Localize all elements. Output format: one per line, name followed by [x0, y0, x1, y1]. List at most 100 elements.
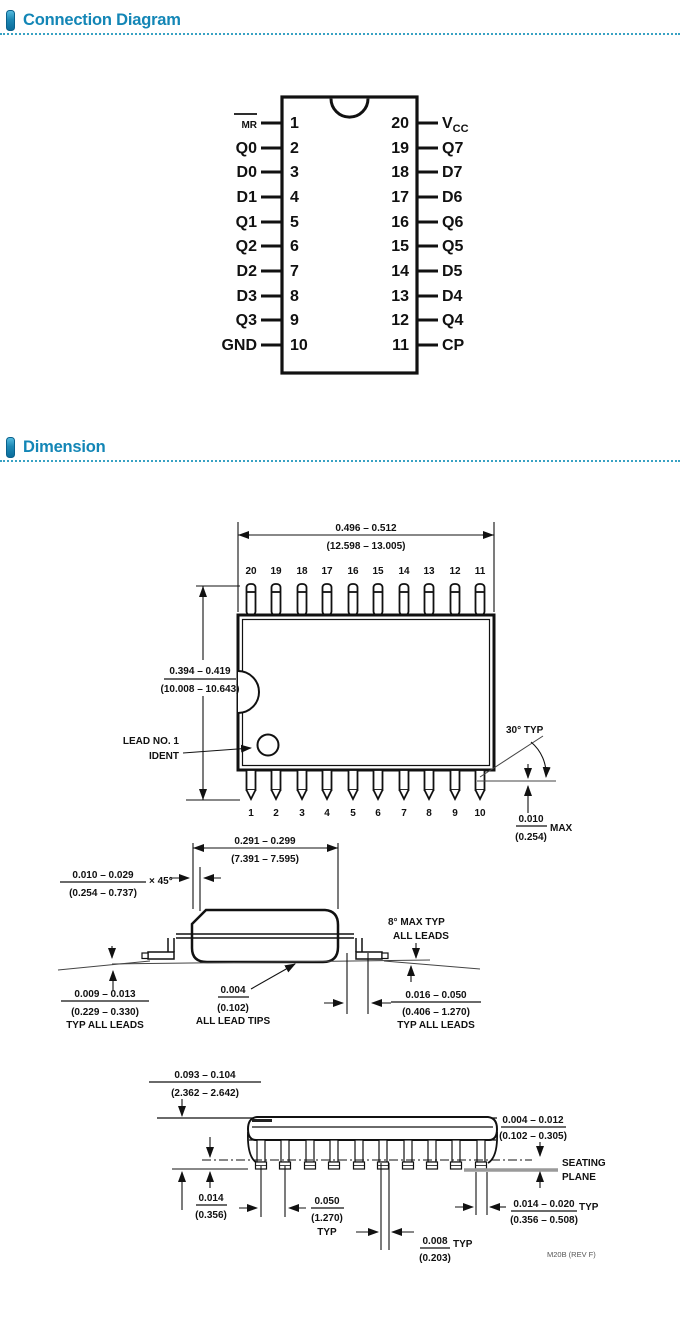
pitch-dim-note: TYP: [317, 1227, 337, 1238]
top-leads: [245, 583, 486, 616]
pin-label: D3: [237, 288, 258, 305]
chamfer-dim-inches: 0.010 – 0.029: [72, 870, 134, 881]
top-pin-number: 11: [475, 566, 486, 577]
lead-width-mm: (0.203): [419, 1253, 451, 1264]
section-bullet-icon: [6, 436, 15, 458]
pin-label: D2: [237, 263, 258, 280]
standoff-dim-suffix: MAX: [550, 823, 573, 834]
bottom-pin-number: 10: [474, 808, 486, 819]
top-pin-number: 15: [372, 566, 384, 577]
top-pin-number: 18: [296, 566, 308, 577]
chamfer-dim-mm: (0.254 – 0.737): [69, 888, 137, 899]
pin1-notch-icon: [329, 98, 370, 119]
drawing-code: M20B (REV F): [547, 1250, 596, 1259]
connection-section-header: Connection Diagram: [6, 8, 181, 32]
pitch-dim-mm: (1.270): [311, 1213, 343, 1224]
pin-row-left-9: 9 Q3: [236, 312, 299, 329]
pin-row-right-19: 19 Q7: [391, 140, 463, 157]
dimension-section-title: Dimension: [23, 437, 106, 456]
body-width-mm: (7.391 – 7.595): [231, 854, 299, 865]
package-dimension-drawing: 0.496 – 0.512 (12.598 – 13.005) 20 19 18…: [57, 522, 606, 1264]
pin-row-left-10: 10 GND: [221, 337, 307, 354]
standoff-dim-mm: (0.254): [515, 832, 547, 843]
pin-label: D1: [237, 189, 258, 206]
bottom-pin-number: 3: [299, 808, 305, 819]
ic-body: [280, 95, 419, 375]
pin-number: 16: [391, 214, 409, 231]
pin-label: MR: [241, 120, 257, 131]
lead-width-suffix: TYP: [453, 1239, 473, 1250]
pin-row-right-18: 18 D7: [391, 164, 462, 181]
foot-width-inches: 0.014 – 0.020: [513, 1199, 575, 1210]
seating-plane-label: SEATING: [562, 1158, 606, 1169]
pin-number: 15: [391, 238, 409, 255]
pin-row-right-16: 16 Q6: [391, 214, 463, 231]
pin-number: 8: [290, 288, 299, 305]
pin-label: Q1: [236, 214, 257, 231]
pin-row-left-7: 7 D2: [237, 263, 299, 280]
section-bullet-icon: [6, 9, 15, 31]
width-dim-mm: (12.598 – 13.005): [327, 541, 406, 552]
connection-section-title: Connection Diagram: [23, 10, 181, 29]
pin-label: Q7: [442, 140, 463, 157]
pin-number: 7: [290, 263, 299, 280]
pin-row-left-3: 3 D0: [237, 164, 299, 181]
pin-label: D7: [442, 164, 463, 181]
edge-notch-icon: [237, 670, 260, 714]
pin-number: 3: [290, 164, 299, 181]
pin-number: 17: [391, 189, 409, 206]
pin-row-right-20: 20 VCC: [391, 115, 468, 135]
lead-angle8-label: 8° MAX TYP: [388, 917, 445, 928]
pin-label: Q6: [442, 214, 463, 231]
lead-angle8-label: ALL LEADS: [393, 931, 449, 942]
pin-label: VCC: [442, 115, 469, 135]
bottom-pin-number: 6: [375, 808, 381, 819]
gullwing-leads: [141, 938, 389, 960]
pin-row-left-1: 1 MR: [234, 113, 299, 132]
top-pin-number: 17: [321, 566, 333, 577]
foot-length-mm: (0.406 – 1.270): [402, 1007, 470, 1018]
bottom-pin-number: 5: [350, 808, 356, 819]
pin1-hatch-mark: [252, 1119, 272, 1122]
lead-tip-inches: 0.004: [220, 985, 245, 996]
foot-width-mm: (0.356 – 0.508): [510, 1215, 578, 1226]
pin-number: 18: [391, 164, 409, 181]
bottom-leads: [245, 769, 486, 802]
pin-row-left-2: 2 Q0: [236, 140, 299, 157]
chamfer-angle-label: × 45°: [149, 876, 173, 887]
seating-plane-label: PLANE: [562, 1172, 596, 1183]
lead-thickness-note: TYP ALL LEADS: [66, 1020, 144, 1031]
pin-number: 2: [290, 140, 299, 157]
side-view: 0.291 – 0.299 (7.391 – 7.595) 0.010 – 0.…: [57, 836, 481, 1031]
pin-number: 20: [391, 115, 409, 132]
standoff-range-inches: 0.004 – 0.012: [502, 1115, 564, 1126]
pin-number: 1: [290, 115, 299, 132]
pin-label: Q3: [236, 312, 257, 329]
pitch-dim-inches: 0.050: [314, 1196, 339, 1207]
pin-label: GND: [221, 337, 257, 354]
pin-label: Q0: [236, 140, 257, 157]
pkg-height-inches: 0.093 – 0.104: [174, 1070, 236, 1081]
pin-label: D4: [442, 288, 463, 305]
top-pin-number: 19: [270, 566, 282, 577]
lead-thickness-mm: (0.229 – 0.330): [71, 1007, 139, 1018]
pin-number: 12: [391, 312, 409, 329]
package-end-body: [246, 1116, 499, 1141]
pin-row-right-11: 11 CP: [392, 337, 464, 354]
height-dim-mm: (10.008 – 10.643): [161, 684, 240, 695]
bottom-pin-number: 1: [248, 808, 254, 819]
lead-ident-label: IDENT: [149, 751, 179, 762]
lead-angle-label: 30° TYP: [506, 725, 544, 736]
lead1-ident-mark: [256, 733, 280, 757]
lead-thickness-inches: 0.009 – 0.013: [74, 989, 136, 1000]
bottom-pin-number: 8: [426, 808, 432, 819]
width-dim-inches: 0.496 – 0.512: [335, 523, 397, 534]
body-width-inches: 0.291 – 0.299: [234, 836, 296, 847]
foot-length-inches: 0.016 – 0.050: [405, 990, 467, 1001]
bottom-pin-number: 7: [401, 808, 407, 819]
pin-row-right-17: 17 D6: [391, 189, 462, 206]
pin-row-right-14: 14 D5: [391, 263, 462, 280]
bottom-pin-number: 4: [324, 808, 330, 819]
top-view: 0.496 – 0.512 (12.598 – 13.005) 20 19 18…: [123, 522, 573, 843]
pin-row-right-15: 15 Q5: [391, 238, 463, 255]
